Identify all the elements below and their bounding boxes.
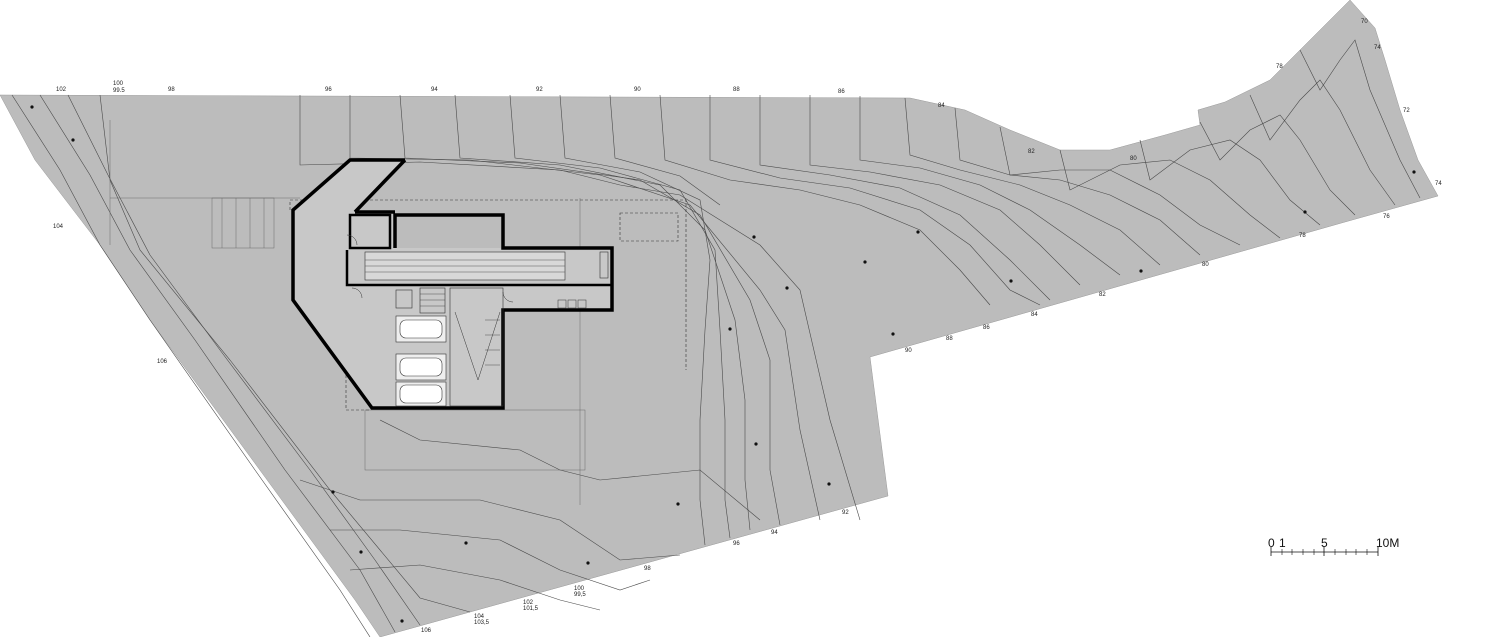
scale-label-0: 0 <box>1268 536 1275 550</box>
survey-point <box>785 286 789 290</box>
survey-point <box>586 561 590 565</box>
car-2 <box>395 353 447 381</box>
elev-bottom-96: 96 <box>733 541 740 547</box>
survey-point <box>331 490 335 494</box>
survey-point <box>30 105 34 109</box>
elev-right-74: 74 <box>1435 181 1442 187</box>
garage-ramp <box>449 287 504 407</box>
building <box>291 158 614 410</box>
survey-point <box>1139 269 1143 273</box>
survey-point <box>916 230 920 234</box>
elev-top-90: 90 <box>634 87 641 93</box>
elev-inner-76: 76 <box>1383 214 1390 220</box>
elev-top-98: 98 <box>168 87 175 93</box>
elev-top-86: 86 <box>838 89 845 95</box>
elevation-labels: 102 100 99.5 98 96 94 92 90 88 86 84 82 … <box>53 19 1442 634</box>
scale-label-5: 5 <box>1321 536 1328 550</box>
elev-bottom-101-5: 101,5 <box>523 606 539 612</box>
scale-label-10m: 10M <box>1376 536 1399 550</box>
elev-inner-86: 86 <box>983 325 990 331</box>
survey-point <box>71 138 75 142</box>
contour-lines <box>11 39 1421 637</box>
survey-point <box>676 502 680 506</box>
elev-inner-80: 80 <box>1202 262 1209 268</box>
survey-point <box>359 550 363 554</box>
elev-top-78: 78 <box>1276 64 1283 70</box>
survey-point <box>754 442 758 446</box>
survey-points <box>30 105 1416 623</box>
elev-top-82: 82 <box>1028 149 1035 155</box>
elev-inner-90: 90 <box>905 348 912 354</box>
survey-point <box>827 482 831 486</box>
elev-top-96: 96 <box>325 87 332 93</box>
survey-point <box>863 260 867 264</box>
survey-point <box>1009 279 1013 283</box>
elev-top-84: 84 <box>938 103 945 109</box>
elev-top-72: 72 <box>1403 108 1410 114</box>
elev-top-70: 70 <box>1361 19 1368 25</box>
elev-inner-88: 88 <box>946 336 953 342</box>
survey-point <box>400 619 404 623</box>
elev-top-88: 88 <box>733 87 740 93</box>
scale-label-1: 1 <box>1279 536 1286 550</box>
scale-bar: 0 1 5 10M <box>1268 536 1399 556</box>
elev-bottom-104: 104 <box>474 614 485 620</box>
survey-point <box>1303 210 1307 214</box>
elev-top-102: 102 <box>56 87 67 93</box>
elev-top-99-5: 99.5 <box>113 88 125 94</box>
elev-bottom-94: 94 <box>771 530 778 536</box>
elevator <box>395 289 413 309</box>
elev-inner-82: 82 <box>1099 292 1106 298</box>
survey-point <box>891 332 895 336</box>
elev-bottom-98: 98 <box>644 566 651 572</box>
building-room-small <box>348 213 392 250</box>
elev-top-94: 94 <box>431 87 438 93</box>
elev-left-104: 104 <box>53 224 64 230</box>
elev-inner-84: 84 <box>1031 312 1038 318</box>
elev-top-74: 74 <box>1374 45 1381 51</box>
elev-top-92: 92 <box>536 87 543 93</box>
elev-bottom-102: 102 <box>523 600 534 606</box>
survey-point <box>464 541 468 545</box>
survey-point <box>752 235 756 239</box>
elev-bottom-103-5: 103,5 <box>474 620 490 626</box>
elev-bottom-106: 106 <box>421 628 432 634</box>
elev-bottom-99-5: 99,5 <box>574 592 586 598</box>
car-3 <box>395 381 447 407</box>
elev-inner-78: 78 <box>1299 233 1306 239</box>
survey-point <box>1412 170 1416 174</box>
elev-bottom-100: 100 <box>574 586 585 592</box>
stairs <box>419 287 446 314</box>
elev-top-80: 80 <box>1130 156 1137 162</box>
elev-bottom-92: 92 <box>842 510 849 516</box>
elev-left-106: 106 <box>157 359 168 365</box>
elev-top-100: 100 <box>113 81 124 87</box>
car-1 <box>395 315 447 343</box>
survey-point <box>728 327 732 331</box>
